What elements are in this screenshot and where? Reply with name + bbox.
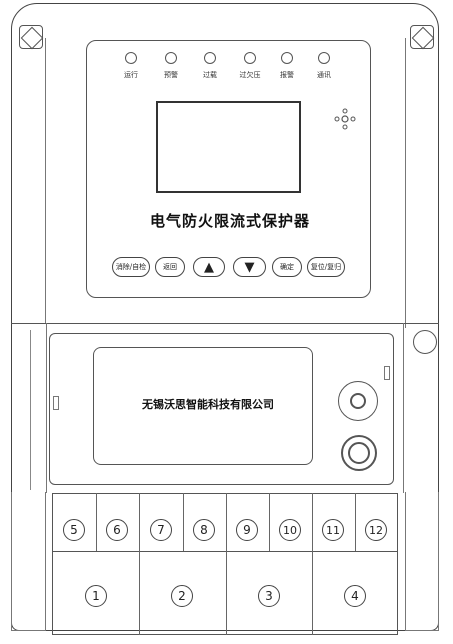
- terminal-sep: [312, 493, 313, 551]
- terminal-4[interactable]: 4: [344, 585, 366, 607]
- front-panel: [86, 40, 371, 298]
- up-button[interactable]: ▲: [193, 257, 225, 277]
- back-button[interactable]: 返回: [155, 257, 185, 277]
- terminal-block: [52, 493, 398, 635]
- left-slot: [11, 323, 47, 493]
- led-comm: [318, 52, 330, 64]
- terminal-sep: [139, 551, 140, 635]
- device-housing: [11, 3, 439, 631]
- company-name: 无锡沃思智能科技有限公司: [142, 398, 274, 411]
- led-warning: [165, 52, 177, 64]
- terminal-sep: [183, 493, 184, 551]
- led-label-warning: 预警: [164, 71, 178, 79]
- reset-button[interactable]: 复位/复归: [307, 257, 345, 277]
- terminal-7[interactable]: 7: [150, 519, 172, 541]
- sealing-knob-inner: [350, 393, 366, 409]
- left-foot: [11, 492, 46, 631]
- cover-clip-right: [384, 366, 390, 380]
- cover-clip-left: [53, 396, 59, 410]
- left-slot-line: [30, 330, 31, 490]
- terminal-1[interactable]: 1: [85, 585, 107, 607]
- led-label-comm: 通讯: [317, 71, 331, 79]
- terminal-3[interactable]: 3: [258, 585, 280, 607]
- sealing-knob-outer: [338, 381, 378, 421]
- right-rail-line: [405, 38, 406, 328]
- terminal-cover: [49, 333, 394, 485]
- terminal-sep: [96, 493, 97, 551]
- right-slot-line: [403, 323, 405, 493]
- right-foot: [405, 492, 439, 631]
- led-label-run: 运行: [124, 71, 138, 79]
- top-left-screw-icon: [19, 25, 44, 50]
- terminal-11[interactable]: 11: [322, 519, 344, 541]
- screw-knob-inner: [348, 442, 370, 464]
- lower-compartment: [11, 323, 439, 493]
- terminal-12[interactable]: 12: [365, 519, 387, 541]
- lcd-screen: [156, 101, 301, 193]
- terminal-10[interactable]: 10: [279, 519, 301, 541]
- terminal-divider: [52, 551, 398, 552]
- terminal-sep: [312, 551, 313, 635]
- led-run: [125, 52, 137, 64]
- down-button[interactable]: ▼: [233, 257, 266, 277]
- led-voltage: [244, 52, 256, 64]
- led-label-alarm: 报警: [280, 71, 294, 79]
- reset-mute-button[interactable]: 消除/自检: [112, 257, 150, 277]
- terminal-5[interactable]: 5: [63, 519, 85, 541]
- terminal-sep: [139, 493, 140, 551]
- left-rail-line: [45, 38, 46, 323]
- terminal-2[interactable]: 2: [171, 585, 193, 607]
- terminal-9[interactable]: 9: [236, 519, 258, 541]
- terminal-sep: [226, 551, 227, 635]
- top-right-screw-icon: [410, 25, 435, 50]
- terminal-sep: [226, 493, 227, 551]
- led-label-voltage: 过欠压: [239, 71, 261, 79]
- screw-knob-outer: [341, 435, 377, 471]
- led-overload: [204, 52, 216, 64]
- terminal-sep: [269, 493, 270, 551]
- device-title: 电气防火限流式保护器: [149, 212, 310, 230]
- terminal-8[interactable]: 8: [193, 519, 215, 541]
- seal-hole-icon: [413, 330, 437, 354]
- infrared-port-icon: [334, 108, 356, 130]
- confirm-button[interactable]: 确定: [272, 257, 302, 277]
- terminal-6[interactable]: 6: [106, 519, 128, 541]
- nameplate-window: [93, 347, 313, 465]
- led-alarm: [281, 52, 293, 64]
- led-label-overload: 过载: [203, 71, 217, 79]
- terminal-sep: [355, 493, 356, 551]
